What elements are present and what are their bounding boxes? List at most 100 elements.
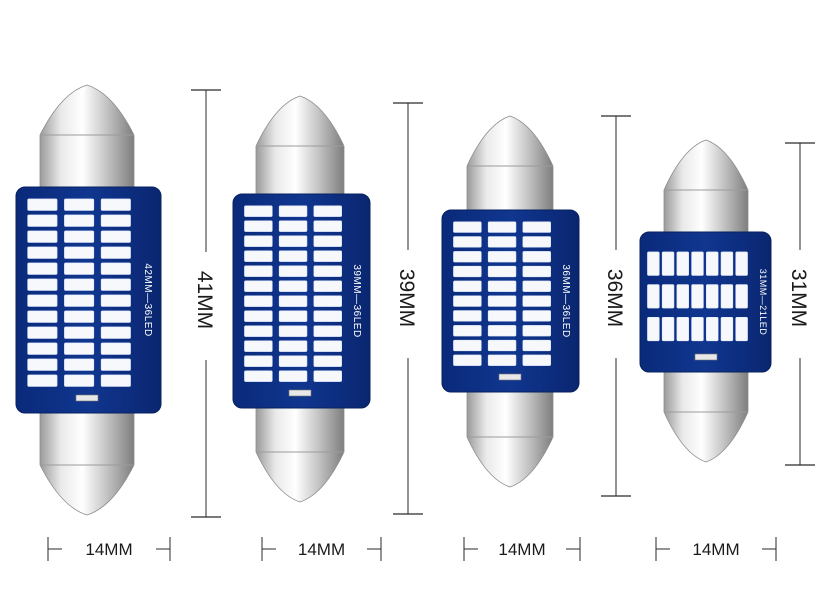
led-chip — [487, 251, 517, 263]
led-chip — [453, 310, 482, 322]
board-label: 36MM—36LED — [560, 264, 571, 337]
resistor — [75, 394, 99, 402]
led-chip — [64, 310, 95, 323]
led-chip — [27, 262, 58, 275]
led-chip — [100, 246, 131, 259]
led-chip — [27, 214, 58, 227]
led-chip — [244, 265, 273, 277]
width-label: 14MM — [498, 540, 545, 559]
led-chip — [522, 325, 551, 337]
led-chip — [676, 284, 689, 309]
led-chip — [647, 316, 660, 342]
led-chip — [313, 220, 342, 232]
led-chip — [691, 284, 704, 309]
led-chip — [100, 262, 131, 275]
led-chip — [691, 316, 704, 342]
led-chip — [64, 342, 95, 355]
resistor — [498, 373, 522, 381]
led-chip — [27, 358, 58, 371]
led-chip — [278, 235, 308, 247]
led-chip — [522, 221, 551, 233]
led-chip — [64, 198, 95, 211]
led-chip — [244, 220, 273, 232]
led-chip — [487, 280, 517, 292]
led-chip — [661, 284, 675, 309]
led-chip — [64, 214, 95, 227]
led-chip — [244, 355, 273, 367]
led-chip — [453, 251, 482, 263]
led-chip — [487, 354, 517, 366]
led-chip — [661, 251, 675, 276]
led-chip — [278, 370, 308, 382]
led-chip — [244, 325, 273, 337]
led-chip — [453, 295, 482, 307]
led-chip — [27, 294, 58, 307]
led-chip — [522, 251, 551, 263]
led-chip — [313, 250, 342, 262]
led-chip — [27, 326, 58, 339]
led-chip — [278, 295, 308, 307]
top-cap — [466, 115, 554, 221]
bottom-cap — [39, 402, 135, 516]
led-chip — [27, 230, 58, 243]
led-chip — [487, 310, 517, 322]
bottom-cap — [466, 381, 554, 488]
led-chip — [720, 251, 734, 276]
width-label: 14MM — [692, 540, 739, 559]
led-chip — [244, 205, 273, 217]
top-cap — [39, 84, 135, 198]
led-chip — [706, 251, 719, 276]
bottom-cap — [255, 397, 345, 503]
led-chip — [720, 316, 734, 342]
led-chip — [64, 278, 95, 291]
led-chip — [522, 354, 551, 366]
led-chip — [706, 284, 719, 309]
led-chip — [453, 280, 482, 292]
led-chip — [278, 220, 308, 232]
led-chip — [100, 278, 131, 291]
led-chip — [661, 316, 675, 342]
width-label: 14MM — [85, 540, 132, 559]
led-chip — [278, 265, 308, 277]
led-chip — [522, 265, 551, 278]
led-chip — [278, 325, 308, 337]
led-chip — [27, 278, 58, 291]
led-chip — [100, 326, 131, 339]
led-chip — [522, 339, 551, 352]
led-chip — [487, 221, 517, 233]
led-chip — [278, 310, 308, 322]
led-chip — [64, 294, 95, 307]
led-chip — [691, 251, 704, 276]
led-chip — [313, 355, 342, 367]
led-chip — [487, 339, 517, 352]
led-chip — [453, 325, 482, 337]
led-chip — [244, 340, 273, 352]
led-board — [639, 231, 772, 373]
led-chip — [27, 310, 58, 323]
led-chip — [244, 280, 273, 292]
led-chip — [313, 340, 342, 352]
led-chip — [313, 280, 342, 292]
led-chip — [244, 370, 273, 382]
led-chip — [100, 214, 131, 227]
resistor — [694, 353, 718, 361]
resistor — [288, 389, 312, 397]
led-chip — [453, 236, 482, 248]
led-chip — [100, 198, 131, 211]
led-chip — [313, 265, 342, 277]
led-chip — [244, 250, 273, 262]
led-chip — [453, 339, 482, 352]
led-chip — [522, 310, 551, 322]
led-chip — [453, 265, 482, 278]
board-label: 42MM—36LED — [142, 263, 153, 336]
led-chip — [487, 265, 517, 278]
led-chip — [278, 205, 308, 217]
width-label: 14MM — [298, 540, 345, 559]
led-chip — [735, 251, 748, 276]
led-chip — [27, 342, 58, 355]
led-chip — [676, 251, 689, 276]
